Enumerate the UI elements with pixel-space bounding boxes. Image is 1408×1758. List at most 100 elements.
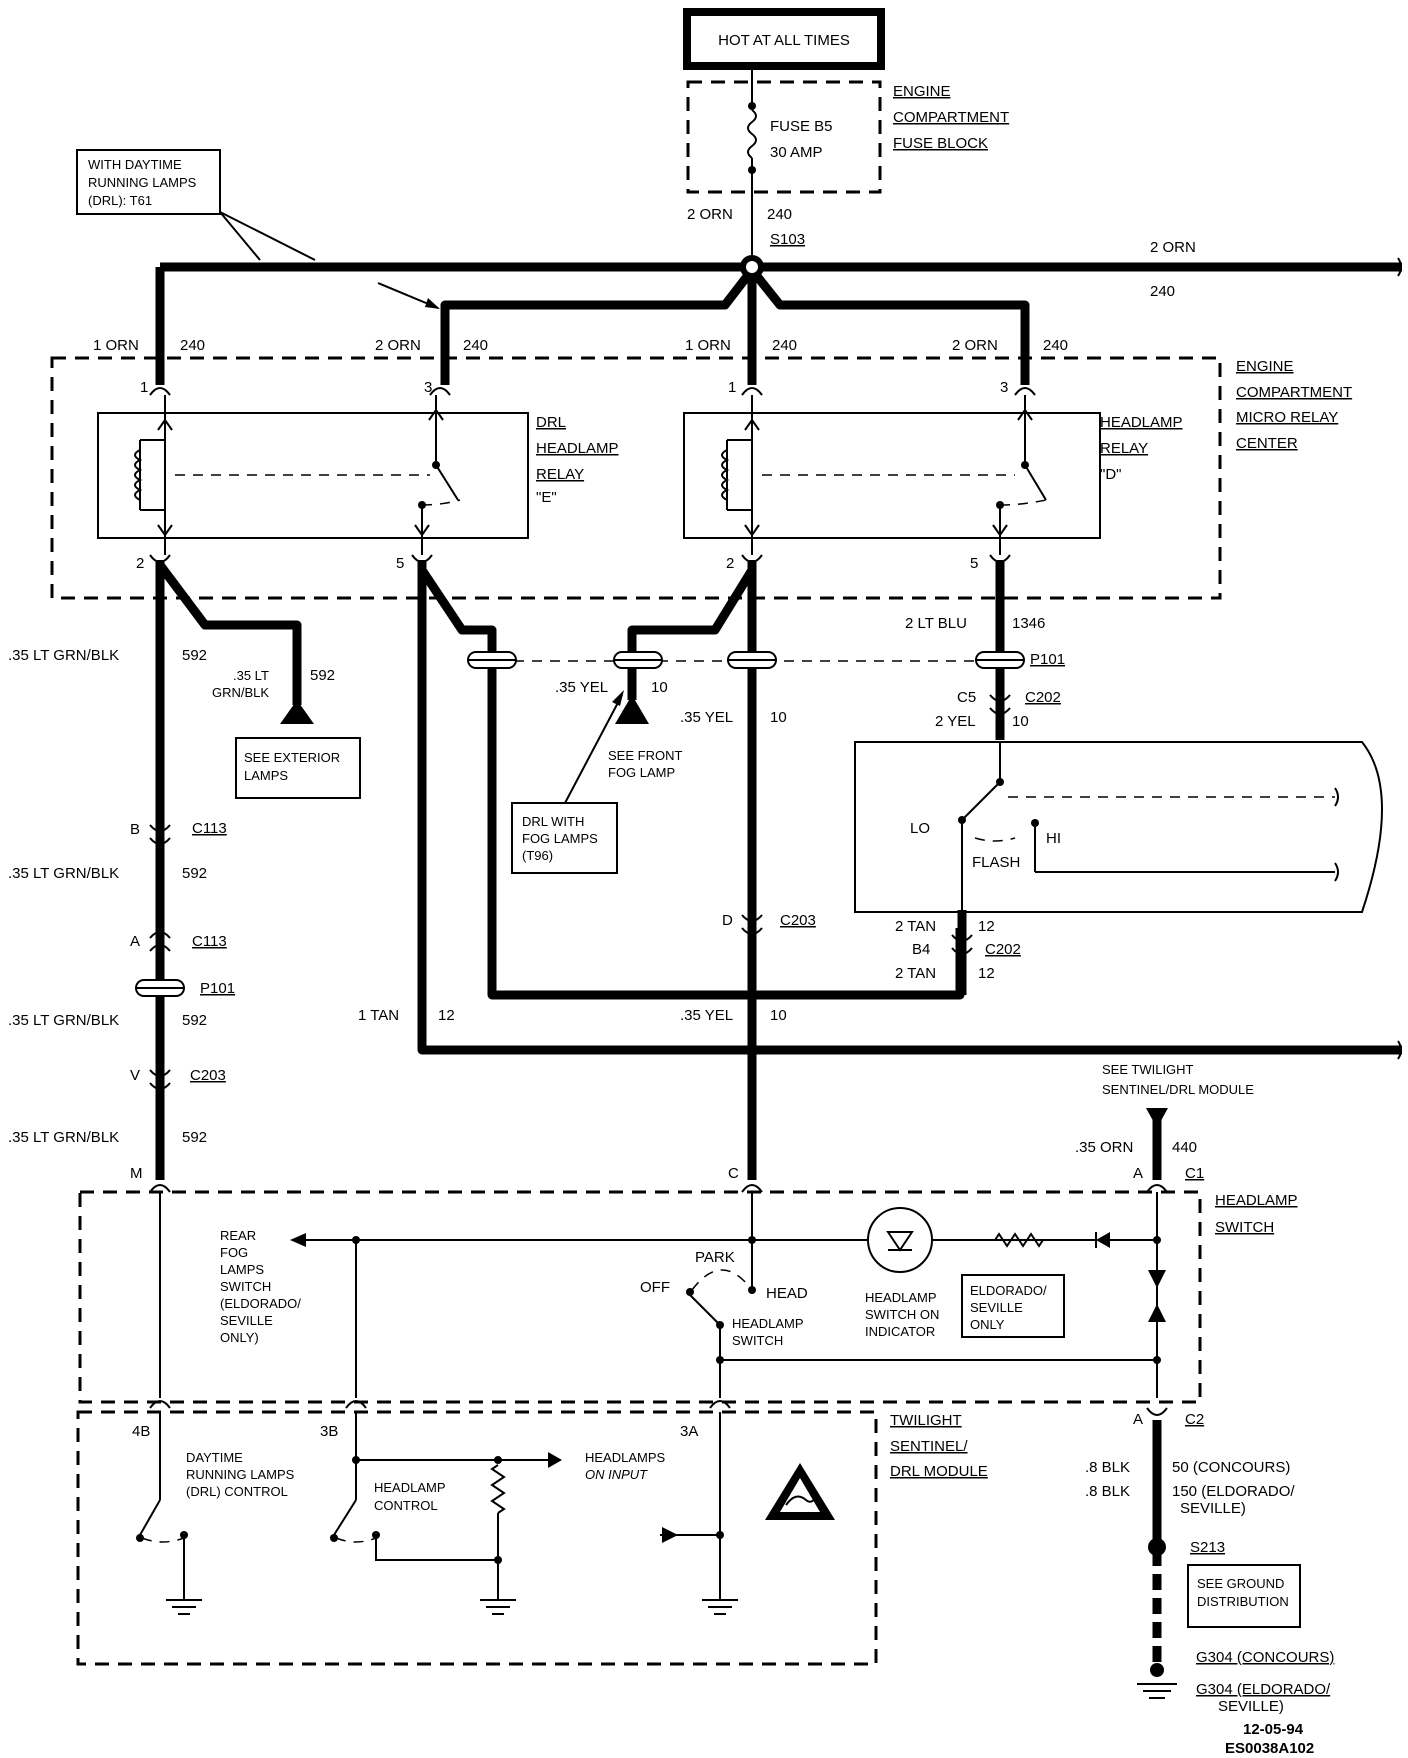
dimmer-flash: FLASH: [972, 854, 1020, 871]
lbl-ltgrn-4: .35 LT GRN/BLK: [8, 1129, 119, 1146]
drl-relay-label-4: "E": [536, 489, 557, 506]
rear-fog-5: (ELDORADO/: [220, 1296, 301, 1311]
hl-control-2: CONTROL: [374, 1498, 438, 1513]
pin-4b: 4B: [132, 1423, 150, 1440]
lbl-12-c: 12: [438, 1007, 455, 1024]
lbl-yel-lower: .35 YEL: [680, 1007, 733, 1024]
circuit-240-right: 240: [1150, 283, 1175, 300]
circuit-240-top: 240: [767, 206, 792, 223]
twilight-ref-1: SEE TWILIGHT: [1102, 1062, 1194, 1077]
switch-label-1: HEADLAMP: [732, 1316, 804, 1331]
hl-control-1: HEADLAMP: [374, 1480, 446, 1495]
lbl-10-lower: 10: [770, 1007, 787, 1024]
switch-head: HEAD: [766, 1285, 808, 1302]
c202-label-bottom: C202: [985, 941, 1021, 958]
fuse-name: FUSE B5: [770, 118, 833, 135]
pin-m: M: [130, 1165, 143, 1182]
fuse-block-label-2: COMPARTMENT: [893, 109, 1009, 126]
pin-3-drl: 3: [424, 379, 432, 396]
dimmer-switch: LO HI FLASH: [854, 741, 1383, 925]
lbl-2tan-b: 2 TAN: [895, 965, 936, 982]
ext-ref-2: LAMPS: [244, 768, 288, 783]
lbl-2orn-b: 2 ORN: [375, 337, 421, 354]
fuse-amp: 30 AMP: [770, 144, 823, 161]
lbl-2yel: 2 YEL: [935, 713, 976, 730]
indicator-1: HEADLAMP: [865, 1290, 937, 1305]
lbl-ltgrn-2: .35 LT GRN/BLK: [8, 865, 119, 882]
only-2: SEVILLE: [970, 1300, 1023, 1315]
lbl-440: 440: [1172, 1139, 1197, 1156]
lbl-yel-main: .35 YEL: [680, 709, 733, 726]
rear-fog-7: ONLY): [220, 1330, 259, 1345]
footer-date: 12-05-94: [1243, 1721, 1304, 1738]
p101-label-top: P101: [1030, 651, 1065, 668]
g304-eldorado: G304 (ELDORADO/: [1196, 1681, 1331, 1698]
only-1: ELDORADO/: [970, 1283, 1047, 1298]
dimmer-hi: HI: [1046, 830, 1061, 847]
lbl-8blk-1: .8 BLK: [1085, 1459, 1130, 1476]
see-exterior-lamps-ref: SEE EXTERIOR LAMPS: [235, 737, 361, 799]
only-3: ONLY: [970, 1317, 1005, 1332]
drl-relay-label-2: HEADLAMP: [536, 440, 619, 457]
switch-off: OFF: [640, 1279, 670, 1296]
lbl-592-2: 592: [182, 865, 207, 882]
lbl-150: 150 (ELDORADO/: [1172, 1483, 1295, 1500]
lbl-ltgrn-branch-b: GRN/BLK: [212, 685, 269, 700]
lbl-592-4: 592: [182, 1129, 207, 1146]
lbl-1346: 1346: [1012, 615, 1045, 632]
micro-relay-center: ENGINE COMPARTMENT MICRO RELAY CENTER DR…: [50, 356, 1352, 600]
pin-a-c1: A: [1133, 1165, 1143, 1182]
drl-relay-label-1: DRL: [536, 414, 566, 431]
switch-label-2: SWITCH: [732, 1333, 783, 1348]
lbl-yel-fog: .35 YEL: [555, 679, 608, 696]
footer-code: ES0038A102: [1225, 1740, 1314, 1757]
gnd-ref-2: DISTRIBUTION: [1197, 1594, 1289, 1609]
pin-5-drl: 5: [396, 555, 404, 572]
relay-center-label-3: MICRO RELAY: [1236, 409, 1338, 426]
pin-3b: 3B: [320, 1423, 338, 1440]
indicator-2: SWITCH ON: [865, 1307, 939, 1322]
lbl-10-fog: 10: [651, 679, 668, 696]
lbl-8blk-2: .8 BLK: [1085, 1483, 1130, 1500]
fog-ref-1: SEE FRONT: [608, 748, 682, 763]
lbl-ltgrn-1: .35 LT GRN/BLK: [8, 647, 119, 664]
lbl-50: 50 (CONCOURS): [1172, 1459, 1290, 1476]
drlfog-3: (T96): [522, 848, 553, 863]
rear-fog-1: REAR: [220, 1228, 256, 1243]
lbl-1orn-a: 1 ORN: [93, 337, 139, 354]
rear-fog-2: FOG: [220, 1245, 248, 1260]
wire-label-2orn-right: 2 ORN: [1150, 239, 1196, 256]
lbl-2orn-d: 2 ORN: [952, 337, 998, 354]
lbl-240-d: 240: [1043, 337, 1068, 354]
c113-label-1: C113: [192, 820, 227, 837]
lbl-2tan-a: 2 TAN: [895, 918, 936, 935]
dimmer-lo: LO: [910, 820, 930, 837]
pin-d-c203: D: [722, 912, 733, 929]
lbl-ltblu: 2 LT BLU: [905, 615, 967, 632]
hl-relay-label-2: RELAY: [1100, 440, 1148, 457]
rear-fog-4: SWITCH: [220, 1279, 271, 1294]
pin-2-hl: 2: [726, 555, 734, 572]
ground-wire: .8 BLK 50 (CONCOURS) .8 BLK 150 (ELDORAD…: [1085, 1420, 1334, 1715]
indicator-3: INDICATOR: [865, 1324, 935, 1339]
drl-control-3: (DRL) CONTROL: [186, 1484, 288, 1499]
g304-seville: SEVILLE): [1218, 1698, 1284, 1715]
pin-2-drl: 2: [136, 555, 144, 572]
drl-headlamp-relay: DRL HEADLAMP RELAY "E": [97, 395, 619, 555]
c2-label: C2: [1185, 1411, 1204, 1428]
twilight-ref-2: SENTINEL/DRL MODULE: [1102, 1082, 1254, 1097]
pin-a-c2: A: [1133, 1411, 1143, 1428]
c1-label: C1: [1185, 1165, 1204, 1182]
hl-switch-label-1: HEADLAMP: [1215, 1192, 1298, 1209]
gnd-ref-1: SEE GROUND: [1197, 1576, 1284, 1591]
headlamp-switch: REAR FOG LAMPS SWITCH (ELDORADO/ SEVILLE…: [78, 1184, 1298, 1404]
fuse-block-label-3: FUSE BLOCK: [893, 135, 988, 152]
lbl-240-a: 240: [180, 337, 205, 354]
wire-label-2orn-top: 2 ORN: [687, 206, 733, 223]
pin-c: C: [728, 1165, 739, 1182]
lbl-ltgrn-branch-a: .35 LT: [233, 668, 269, 683]
fog-ref-2: FOG LAMP: [608, 765, 675, 780]
drl-control-2: RUNNING LAMPS: [186, 1467, 295, 1482]
drlfog-1: DRL WITH: [522, 814, 584, 829]
ext-ref-1: SEE EXTERIOR: [244, 750, 340, 765]
